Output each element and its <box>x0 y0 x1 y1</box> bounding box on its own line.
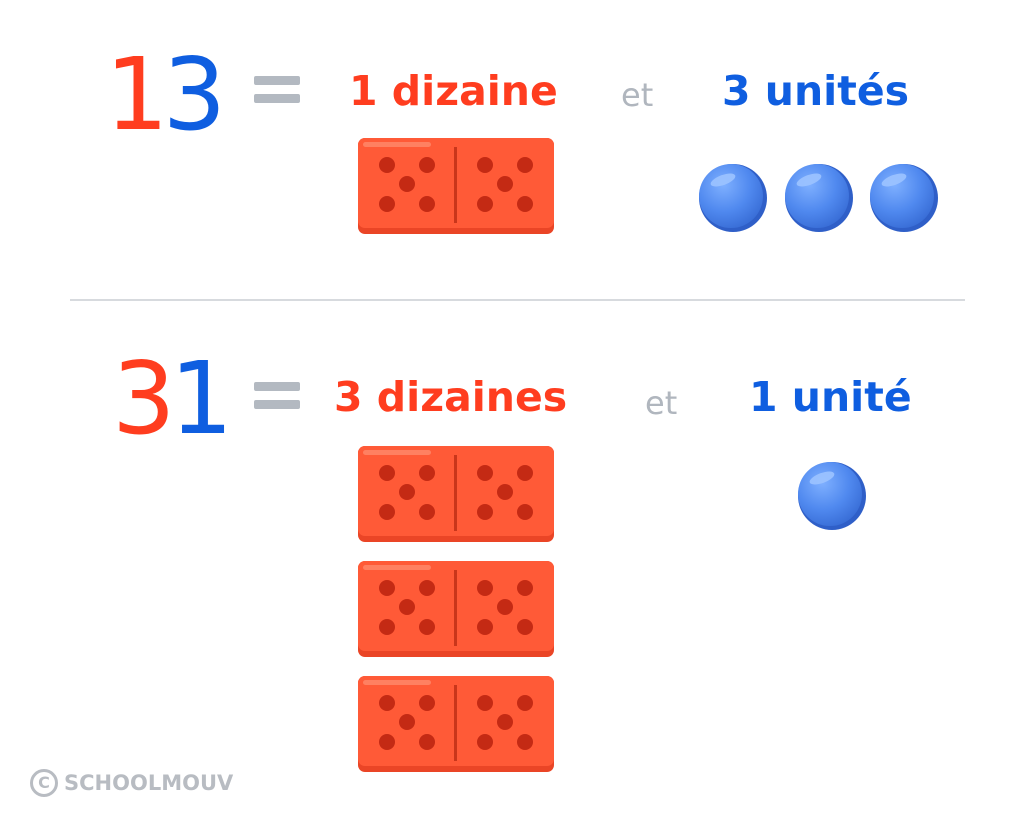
units-digit: 1 <box>169 340 234 457</box>
connector-et: et <box>621 76 654 114</box>
number-31: 31 <box>112 349 233 449</box>
domino-icon <box>358 138 554 234</box>
units-label: 1 unité <box>749 373 912 421</box>
tens-label: 3 dizaines <box>334 373 568 421</box>
connector-et: et <box>645 384 678 422</box>
units-label: 3 unités <box>722 67 910 115</box>
domino-icon <box>358 676 554 772</box>
number-13: 13 <box>105 45 226 145</box>
equals-sign <box>254 382 300 409</box>
copyright-icon: C <box>30 769 58 797</box>
ball-icon <box>796 460 868 532</box>
ball-icon <box>783 162 855 234</box>
tens-label: 1 dizaine <box>349 67 558 115</box>
domino-icon <box>358 446 554 542</box>
divider <box>70 299 965 301</box>
tens-digit: 1 <box>105 36 169 153</box>
tens-digit: 3 <box>112 340 176 457</box>
equals-sign <box>254 76 300 103</box>
units-digit: 3 <box>162 36 227 153</box>
ball-icon <box>697 162 769 234</box>
domino-icon <box>358 561 554 657</box>
ball-icon <box>868 162 940 234</box>
schoolmouv-logo: C SCHOOLMOUV <box>30 766 233 800</box>
watermark-text: SCHOOLMOUV <box>64 771 234 795</box>
